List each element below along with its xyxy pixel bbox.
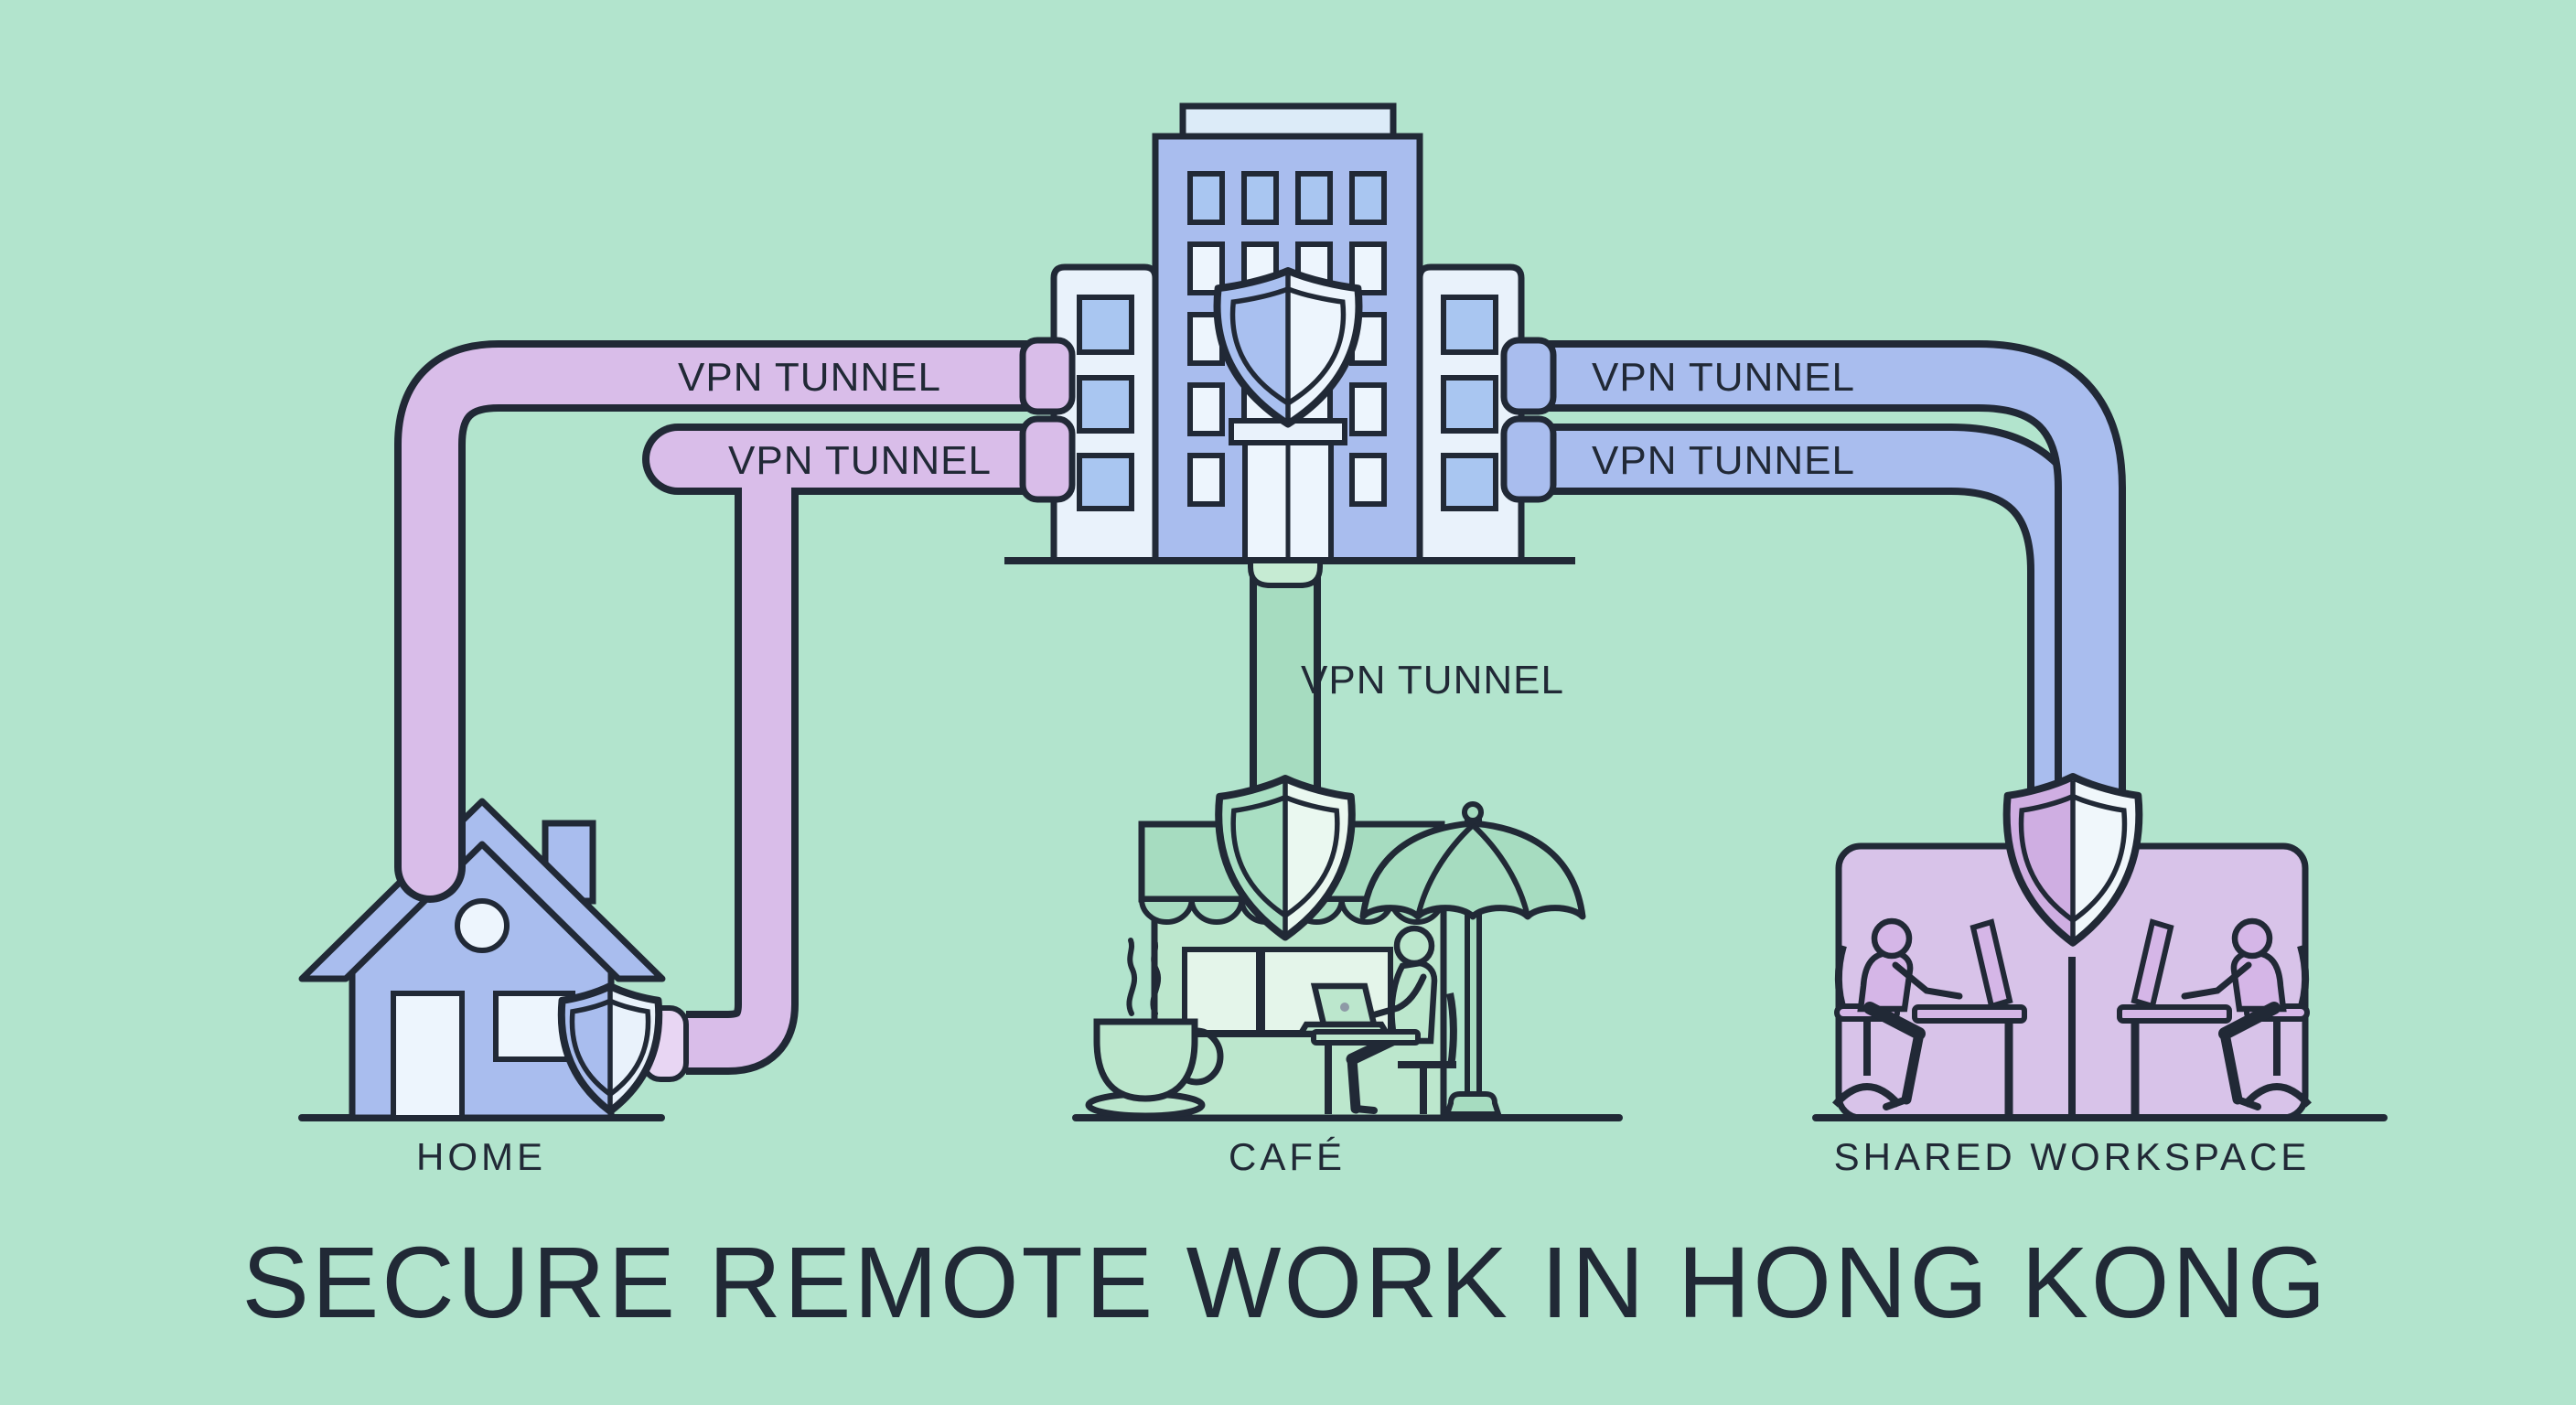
vpn-tunnel-workspace-upper-label: VPN TUNNEL — [1592, 355, 1855, 400]
workspace-label: SHARED WORKSPACE — [1834, 1135, 2311, 1178]
vpn-tunnel-home-lower-label: VPN TUNNEL — [728, 438, 992, 483]
cafe-person — [1346, 925, 1457, 1114]
page-title: SECURE REMOTE WORK IN HONG KONG — [242, 1227, 2329, 1339]
vpn-tunnel-home-upper-label: VPN TUNNEL — [678, 355, 941, 400]
house-door — [391, 991, 465, 1121]
cafe-scene — [1072, 801, 1623, 1121]
vpn-tunnel-home-upper-pipe — [394, 340, 1069, 903]
vpn-tunnel-workspace-lower-label: VPN TUNNEL — [1592, 438, 1855, 483]
cafe-label: CAFÉ — [1229, 1135, 1346, 1178]
vpn-tunnel-workspace-upper-pipe — [1546, 340, 2126, 828]
home-scene — [298, 798, 666, 1121]
vpn-tunnel-home-lower-pipe — [642, 424, 1069, 1075]
wing-windows — [1077, 295, 1498, 511]
cafe-table — [1311, 1029, 1421, 1114]
coffee-cup-icon — [1085, 938, 1224, 1120]
house-roof — [298, 798, 666, 982]
tunnel-cap-cafe — [1248, 558, 1323, 588]
home-label: HOME — [416, 1135, 546, 1178]
house-round-window — [455, 898, 510, 953]
vpn-tunnel-cafe-label: VPN TUNNEL — [1301, 658, 1564, 702]
umbrella-icon — [1359, 801, 1586, 1117]
tunnel-caps — [1019, 337, 1557, 503]
